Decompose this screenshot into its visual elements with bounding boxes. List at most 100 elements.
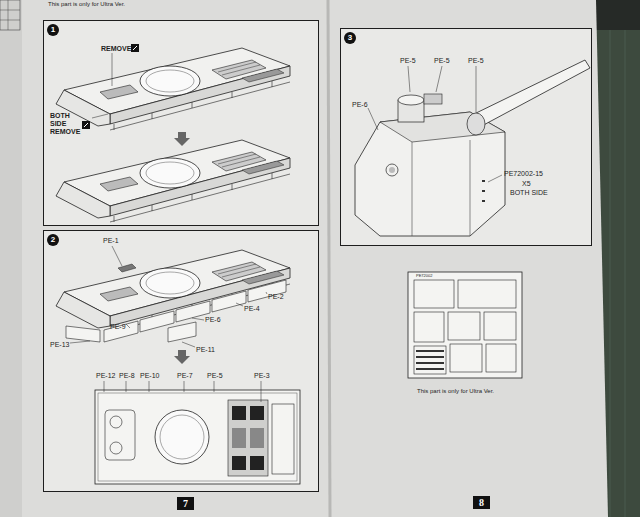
manual-illustration [488,175,502,182]
manual-illustration [261,381,262,402]
callout-label: PE-1 [103,237,119,245]
manual-illustration [84,123,88,127]
manual-illustration [414,346,446,374]
manual-illustration [486,344,516,372]
callout-label: PE-5 [434,57,450,65]
step-panel: 2 [43,230,319,492]
manual-illustration [340,28,592,246]
manual-illustration [416,362,444,364]
manual-illustration [467,113,485,135]
manual-illustration [174,132,190,146]
manual-illustration [416,350,444,370]
manual-illustration [192,318,204,320]
manual-illustration [70,341,90,343]
page-number-box: 7 [177,497,194,510]
callout-label: PE-5 [468,57,484,65]
manual-illustration [131,44,139,52]
manual-illustration [92,114,108,118]
manual-illustration [118,264,136,272]
manual-illustration [149,381,150,392]
manual-illustration [126,324,130,328]
manual-illustration [112,246,122,266]
manual-illustration [458,280,516,308]
callout-label: PE-12 [96,372,115,380]
manual-illustration [386,164,398,176]
manual-illustration [184,381,185,392]
manual-illustration [212,291,246,312]
callout-label: PE-6 [205,316,221,324]
step-number: 1 [47,24,59,36]
manual-illustration [368,108,378,130]
manual-illustration [110,442,122,454]
manual-illustration [182,342,195,347]
manual-illustration [0,0,22,517]
callout-label: PE-5 [400,57,416,65]
manual-illustration [214,381,215,392]
callout-label: BOTH SIDE REMOVE [50,112,84,136]
manual-illustration [368,66,502,182]
callout-label: PE-10 [140,372,159,380]
manual-illustration [56,250,290,332]
manual-illustration [126,381,127,392]
manual-illustration [0,0,608,517]
manual-illustration [250,428,264,448]
manual-illustration [448,312,480,340]
step-number: 3 [344,32,356,44]
manual-illustration [424,94,442,104]
manual-illustration [232,406,246,420]
callout-label: PE-6 [352,101,368,109]
manual-illustration [398,95,424,105]
callout-label: PE-11 [196,346,215,354]
manual-illustration [328,0,330,517]
manual-illustration [168,322,196,342]
step-panel: 1 [43,20,319,226]
manual-illustration [250,406,264,420]
manual-illustration [610,0,611,517]
manual-illustration [0,20,20,21]
manual-illustration [105,410,135,460]
manual-illustration [470,140,471,236]
manual-illustration [389,167,395,173]
manual-illustration [414,312,444,342]
manual-illustration [416,368,444,370]
callout-label: PE-3 [254,372,270,380]
manual-illustration [98,393,297,481]
callout-label: This part is only for Ultra Ver. [48,1,125,8]
manual-illustration [450,344,482,372]
manual-illustration [104,381,261,402]
callout-label: PE-8 [119,372,135,380]
manual-illustration [266,292,267,294]
manual-illustration [176,301,210,322]
manual-illustration [66,326,100,342]
manual-illustration [408,66,410,92]
manual-illustration [416,356,444,358]
callout-label: PE-4 [244,305,260,313]
manual-illustration [104,381,105,392]
manual-illustration [66,280,286,342]
manual-illustration [155,410,209,464]
callout-label: X5 [522,180,531,188]
page-number-box: 8 [473,496,490,509]
step-panel: 3 [340,28,592,246]
manual-illustration [476,66,477,112]
manual-illustration [228,400,268,476]
manual-illustration [174,350,190,364]
manual-illustration [95,390,300,484]
manual-illustration [408,272,522,378]
manual-illustration [82,121,90,129]
manual-illustration [110,416,122,428]
manual-illustration [625,0,626,517]
manual-illustration [0,0,20,30]
manual-illustration [436,66,442,92]
manual-illustration [56,48,290,130]
callout-label: PE-13 [50,341,69,349]
manual-illustration [470,60,590,128]
callout-label: PE-7 [177,372,193,380]
callout-label: BOTH SIDE [510,189,548,197]
manual-illustration [412,142,413,236]
manual-illustration [482,180,485,182]
manual-illustration [236,303,243,306]
